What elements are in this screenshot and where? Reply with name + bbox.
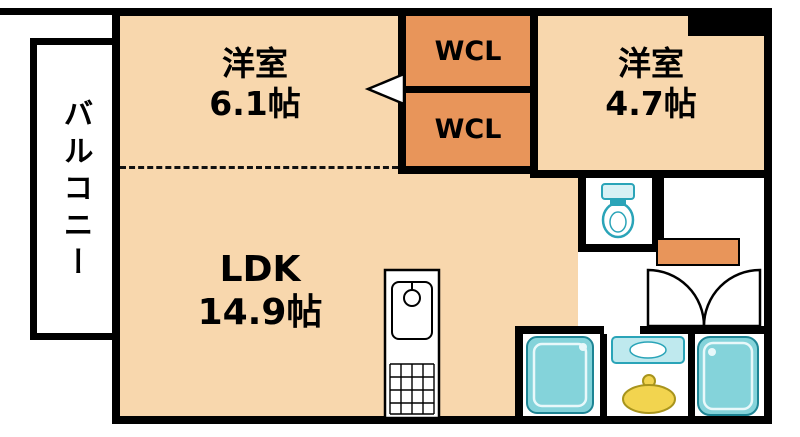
ldk-size: 14.9帖 [197, 292, 323, 334]
wall-wetarea-top-left [515, 326, 604, 334]
door-swing-icon [646, 268, 706, 328]
bedroom2-size: 4.7帖 [605, 83, 697, 123]
wcl-upper-label: WCL [434, 36, 502, 67]
toilet-icon [601, 183, 635, 239]
wcl-floor [398, 16, 538, 174]
washbasin-icon [622, 374, 676, 414]
bedroom1-name: 洋室 [222, 44, 288, 83]
washing-machine-icon [526, 336, 594, 414]
wall-balcony-left [30, 38, 37, 340]
ldk-label: LDK 14.9帖 [130, 248, 390, 334]
ldk-name: LDK [219, 249, 301, 290]
wall-bedroom2-bottom [538, 170, 772, 178]
bedroom2-name: 洋室 [618, 44, 684, 83]
kitchen-counter-icon [383, 268, 441, 420]
bedroom1-label: 洋室 6.1帖 [130, 44, 380, 123]
wcl-lower-label: WCL [434, 114, 502, 145]
bedroom2-floor [538, 16, 764, 172]
vanity-counter-icon [611, 336, 685, 364]
wall-laundry-left [515, 330, 523, 424]
wall-apartment-left [112, 8, 120, 424]
door-swing-icon [702, 268, 762, 328]
ldk-floor [120, 168, 578, 416]
wall-vanity-bath [688, 334, 695, 416]
bathtub-icon [697, 336, 759, 416]
wall-corner-block [688, 8, 772, 36]
balcony-label: バルコニー [57, 98, 93, 283]
wall-laundry-vanity [600, 334, 607, 416]
wall-wetarea-top-right [640, 326, 772, 334]
wall-apartment-bottom [112, 416, 772, 424]
opening-arrow-icon [364, 72, 406, 106]
storage-cabinet [656, 238, 740, 266]
bedroom2-label: 洋室 4.7帖 [540, 44, 762, 123]
open-partition-dashed-line [120, 166, 398, 169]
wall-wcl-bottom [398, 166, 538, 174]
bedroom1-size: 6.1帖 [209, 83, 301, 123]
wall-apartment-right [764, 8, 772, 424]
wall-ldk-right-upper [578, 178, 586, 252]
wall-toilet-bottom [578, 244, 664, 252]
wall-outer-top-left-bar [0, 8, 115, 15]
wall-wcl-middle [398, 86, 538, 93]
bedroom1-floor [120, 16, 398, 168]
wall-toilet-right [652, 178, 664, 252]
wall-balcony-top [30, 38, 112, 45]
wall-wcl-right [530, 16, 538, 178]
wall-apartment-top [112, 8, 772, 16]
wall-balcony-bottom [30, 333, 112, 340]
